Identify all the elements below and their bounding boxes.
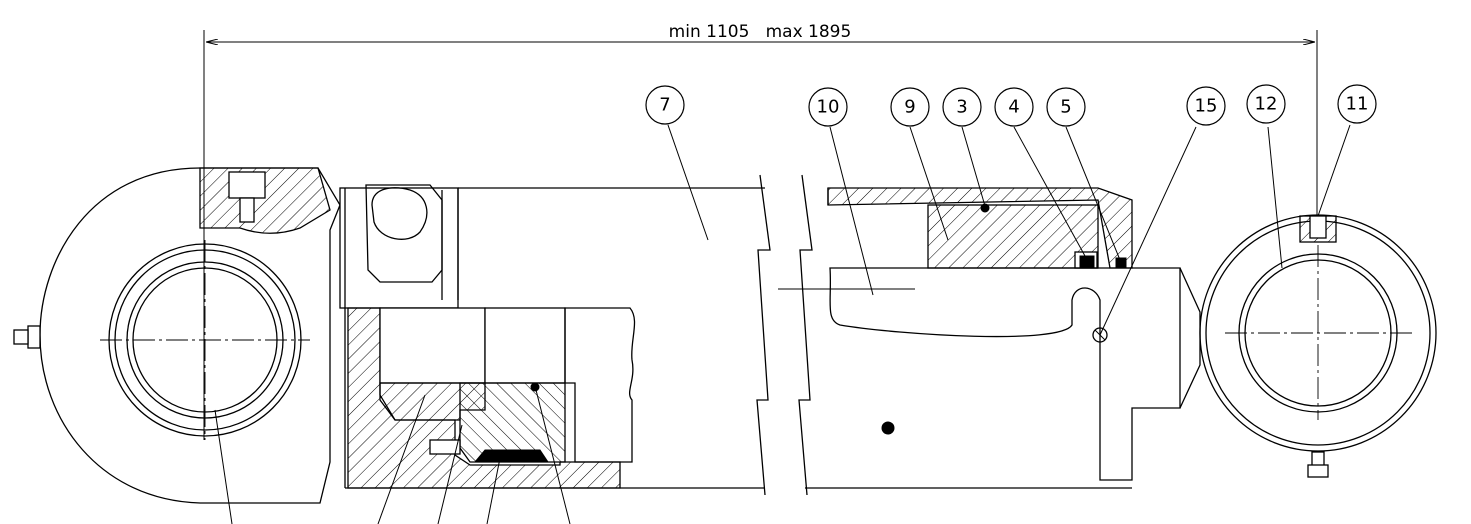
balloon-3: 3 xyxy=(942,87,982,127)
balloon-12: 12 xyxy=(1246,84,1286,124)
piston-section xyxy=(347,307,636,524)
balloon-9-label: 9 xyxy=(904,97,915,118)
balloon-5: 5 xyxy=(1046,87,1086,127)
balloon-15: 15 xyxy=(1186,86,1226,126)
balloon-11: 11 xyxy=(1337,84,1377,124)
balloon-11-label: 11 xyxy=(1346,94,1369,115)
balloon-10-label: 10 xyxy=(817,97,840,118)
balloon-4-label: 4 xyxy=(1008,97,1019,118)
balloon-3-label: 3 xyxy=(956,97,967,118)
balloon-10: 10 xyxy=(808,87,848,127)
balloon-15-label: 15 xyxy=(1195,96,1218,117)
break-lines xyxy=(756,174,813,496)
balloon-12-label: 12 xyxy=(1255,94,1278,115)
balloon-9: 9 xyxy=(890,87,930,127)
rod-eye xyxy=(1199,214,1437,478)
rear-clevis-eye xyxy=(13,167,341,524)
overall-length-dimension: min 1105 max 1895 xyxy=(203,22,1318,440)
cylinder-head xyxy=(339,184,459,309)
dimension-label: min 1105 max 1895 xyxy=(669,22,852,42)
balloon-leaders xyxy=(667,124,1351,336)
balloon-5-label: 5 xyxy=(1060,97,1071,118)
balloon-7-label: 7 xyxy=(659,95,670,116)
piston-rod xyxy=(778,267,1201,481)
balloon-7: 7 xyxy=(645,85,685,125)
cylinder-tube-right xyxy=(805,187,1133,489)
balloon-4: 4 xyxy=(994,87,1034,127)
